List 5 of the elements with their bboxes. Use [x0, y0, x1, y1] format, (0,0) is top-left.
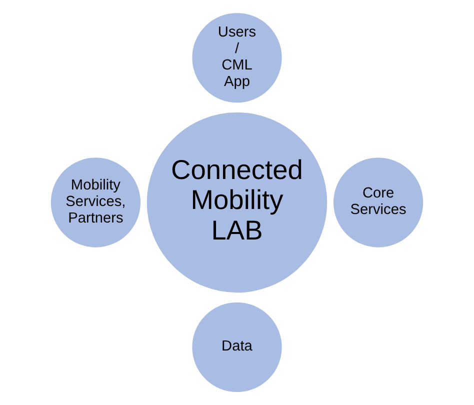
node-circle: Users / CML App [190, 11, 284, 105]
node-circle: Data [190, 300, 284, 394]
node-circle: Core Services [332, 156, 426, 250]
node-circle: Mobility Services, Partners [48, 156, 142, 250]
node-circle: Connected Mobility LAB [144, 110, 330, 295]
